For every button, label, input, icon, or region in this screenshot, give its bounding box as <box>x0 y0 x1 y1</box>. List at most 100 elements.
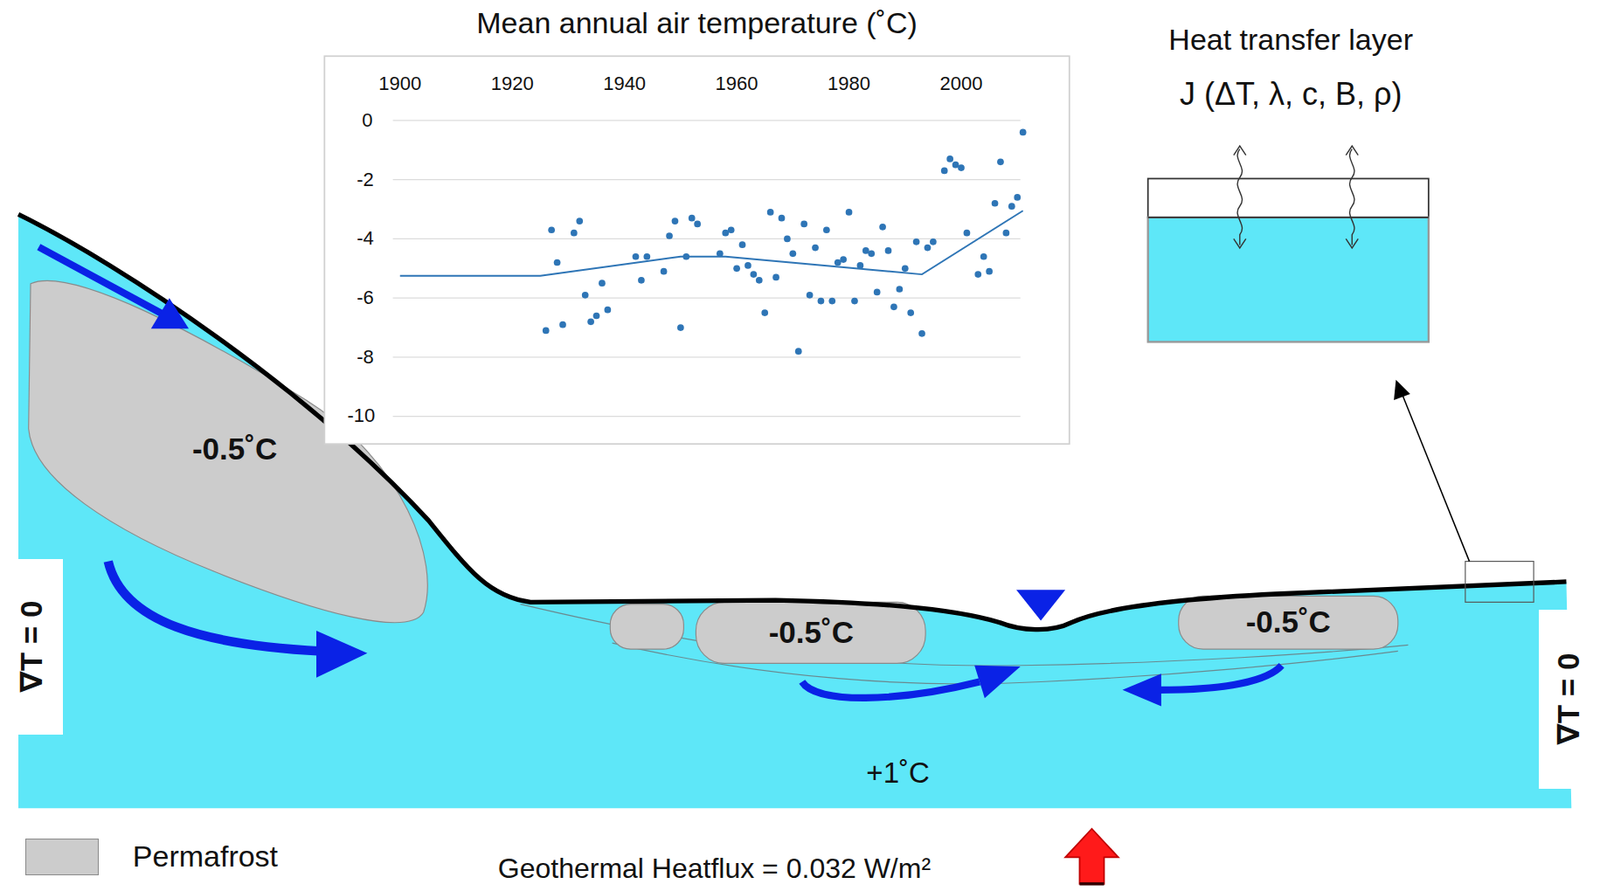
data-point <box>744 262 752 270</box>
node-text: Mean annual air temperature (˚C) <box>476 6 918 41</box>
data-point <box>716 249 724 257</box>
data-point <box>1008 202 1016 210</box>
node-text: Heat transfer layer <box>1168 22 1413 57</box>
data-point <box>800 221 808 229</box>
axis-tick: 1960 <box>715 73 759 95</box>
data-point <box>688 214 696 222</box>
node-text: -0.5˚C <box>192 431 278 467</box>
data-point <box>879 223 887 231</box>
data-point <box>828 297 836 305</box>
axis-tick: 2000 <box>940 73 984 95</box>
axis-tick: 0 <box>361 110 373 132</box>
heat-arrow <box>1065 829 1119 885</box>
data-point <box>901 264 909 272</box>
axis-tick: 1940 <box>602 73 646 95</box>
data-point <box>974 270 982 278</box>
grid-line <box>393 297 1021 299</box>
data-point <box>547 226 555 234</box>
data-point <box>806 291 814 299</box>
data-point <box>857 262 865 270</box>
data-point <box>559 321 567 329</box>
permafrost-lens: -0.5˚C <box>704 603 919 661</box>
data-point <box>1003 229 1011 237</box>
data-point <box>772 274 780 282</box>
axis-tick: -4 <box>356 228 375 250</box>
node-text: -0.5˚C <box>1246 604 1331 640</box>
data-point <box>890 303 898 311</box>
data-point <box>929 238 937 246</box>
axis-tick: 1980 <box>827 73 871 95</box>
data-point <box>941 167 949 175</box>
data-point <box>637 277 645 284</box>
permafrost-lens <box>609 604 684 650</box>
data-point <box>985 268 993 276</box>
node-text: ∇T = 0 <box>1551 653 1587 746</box>
legend-swatch <box>25 838 99 876</box>
data-point <box>918 330 926 338</box>
data-point <box>682 253 690 261</box>
data-point <box>727 226 735 234</box>
permafrost-lens <box>695 602 926 664</box>
grid-line <box>393 356 1021 358</box>
grid-line <box>393 179 1021 181</box>
heat-layer-inset <box>1148 145 1534 603</box>
data-point <box>598 279 606 287</box>
data-point <box>924 244 932 252</box>
temperature-label: +1˚C <box>865 757 929 790</box>
chart <box>324 55 1069 444</box>
heat-layer-label: Heat transfer layer J (ΔT, λ, c, B, ρ) <box>1117 22 1465 138</box>
permafrost-lens <box>1178 595 1399 650</box>
data-point <box>767 208 775 216</box>
data-point <box>907 309 915 317</box>
data-point <box>991 200 999 208</box>
data-point <box>761 309 769 317</box>
boundary-box: ∇T = 0 <box>0 559 63 735</box>
data-point <box>980 253 988 261</box>
boundary-box: ∇T = 0 <box>1538 609 1600 789</box>
data-point <box>873 289 881 297</box>
chart-title: Mean annual air temperature (˚C) <box>324 6 1069 51</box>
axis-tick: -6 <box>356 287 375 309</box>
data-point <box>604 306 612 314</box>
heatflux-label: Geothermal Heatflux = 0.032 W/m² <box>498 853 931 885</box>
data-point <box>885 247 893 255</box>
data-point <box>963 229 971 237</box>
data-point <box>823 226 831 234</box>
data-point <box>660 268 668 276</box>
data-point <box>693 221 701 229</box>
data-point <box>570 229 578 237</box>
data-point <box>896 285 904 293</box>
data-point <box>581 291 589 299</box>
data-point <box>851 297 859 305</box>
node-text: -0.5˚C <box>768 615 854 651</box>
data-point <box>554 259 562 267</box>
data-point <box>632 253 640 261</box>
data-point <box>957 164 965 172</box>
data-point <box>795 347 803 355</box>
data-point <box>1013 193 1021 201</box>
data-point <box>839 256 847 264</box>
grid-line <box>393 415 1021 417</box>
grid-line <box>393 119 1021 121</box>
axis-tick: -8 <box>356 346 375 368</box>
grid-line <box>393 238 1021 240</box>
data-point <box>587 318 595 326</box>
data-point <box>677 324 685 332</box>
data-point <box>1019 129 1027 137</box>
data-point <box>750 270 758 278</box>
data-point <box>783 235 791 243</box>
data-point <box>867 249 875 257</box>
data-point <box>755 277 763 284</box>
water-level <box>1016 589 1066 621</box>
data-point <box>817 297 825 305</box>
data-point <box>789 249 797 257</box>
data-point <box>542 327 550 335</box>
axis-tick: -2 <box>356 168 375 190</box>
legend-text: Permafrost <box>132 840 278 873</box>
node-text: J (ΔT, λ, c, B, ρ) <box>1179 76 1403 112</box>
permafrost-lens: -0.5˚C <box>1184 596 1393 648</box>
data-point <box>593 312 601 320</box>
data-point <box>643 253 651 261</box>
data-point <box>811 244 819 252</box>
